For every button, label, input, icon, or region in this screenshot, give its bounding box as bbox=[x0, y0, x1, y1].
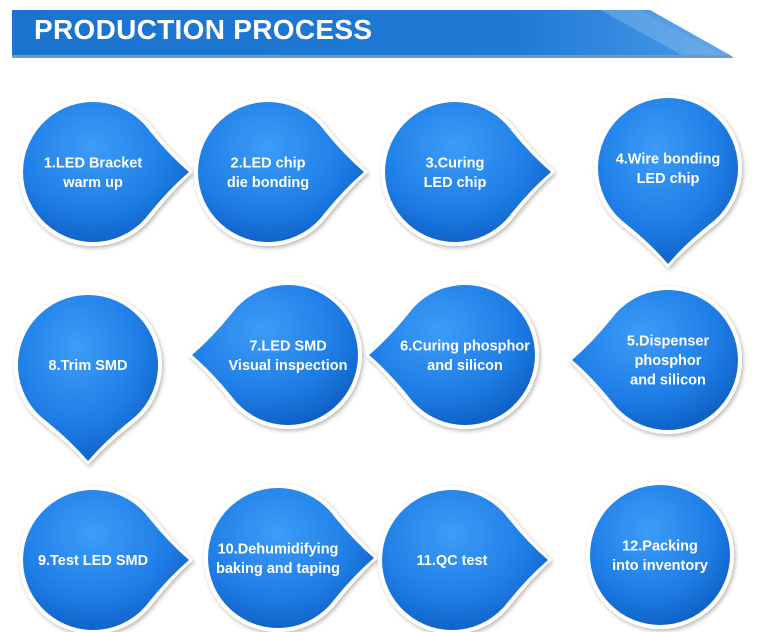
step-label: 2.LED chip bbox=[231, 155, 306, 171]
process-step-5: 5.Dispenser phosphor and silicon bbox=[568, 286, 742, 435]
step-bubble bbox=[385, 102, 551, 242]
step-label: LED chip bbox=[637, 171, 700, 187]
page-title: PRODUCTION PROCESS bbox=[34, 14, 373, 45]
step-bubble bbox=[18, 295, 159, 461]
step-label: 9.Test LED SMD bbox=[38, 553, 148, 569]
process-step-1: 1.LED Bracket warm up bbox=[19, 98, 194, 247]
step-bubble bbox=[198, 102, 364, 242]
step-label: 10.Dehumidifying bbox=[218, 541, 339, 557]
step-label: warm up bbox=[62, 175, 123, 191]
process-step-12: 12.Packing into inventory bbox=[586, 481, 734, 629]
step-bubble bbox=[22, 490, 189, 630]
step-label: 1.LED Bracket bbox=[44, 155, 142, 171]
step-label: 4.Wire bonding bbox=[616, 151, 721, 167]
step-label: 8.Trim SMD bbox=[49, 358, 128, 374]
step-label: 12.Packing bbox=[622, 538, 698, 554]
step-label: 7.LED SMD bbox=[249, 338, 326, 354]
process-step-7: 7.LED SMD Visual inspection bbox=[188, 281, 362, 429]
step-label: baking and taping bbox=[216, 561, 340, 577]
step-label: into inventory bbox=[612, 558, 708, 574]
step-label: Visual inspection bbox=[229, 358, 348, 374]
step-bubble bbox=[382, 490, 548, 630]
header-banner bbox=[12, 10, 742, 58]
step-label: 3.Curing bbox=[426, 155, 485, 171]
process-step-10: 10.Dehumidifying baking and taping bbox=[204, 484, 378, 632]
process-step-6: 6.Curing phosphor and silicon bbox=[365, 281, 540, 429]
step-label: and silicon bbox=[630, 373, 706, 389]
step-label: LED chip bbox=[424, 175, 487, 191]
step-bubble bbox=[598, 97, 738, 264]
process-step-11: 11.QC test bbox=[377, 486, 552, 632]
process-step-8: 8.Trim SMD bbox=[13, 291, 163, 465]
step-label: 6.Curing phosphor bbox=[400, 338, 530, 354]
step-label: 5.Dispenser bbox=[627, 334, 710, 350]
step-bubble bbox=[369, 284, 535, 426]
step-bubble bbox=[192, 284, 358, 426]
step-label: and silicon bbox=[427, 358, 503, 374]
step-bubble bbox=[590, 485, 730, 625]
process-step-9: 9.Test LED SMD bbox=[18, 486, 193, 632]
step-bubble bbox=[23, 101, 190, 242]
step-label: 11.QC test bbox=[417, 553, 488, 569]
step-bubble bbox=[572, 290, 739, 430]
step-label: die bonding bbox=[227, 175, 309, 191]
step-label: phosphor bbox=[635, 353, 702, 369]
process-step-2: 2.LED chip die bonding bbox=[194, 98, 368, 247]
step-bubble bbox=[207, 487, 374, 629]
